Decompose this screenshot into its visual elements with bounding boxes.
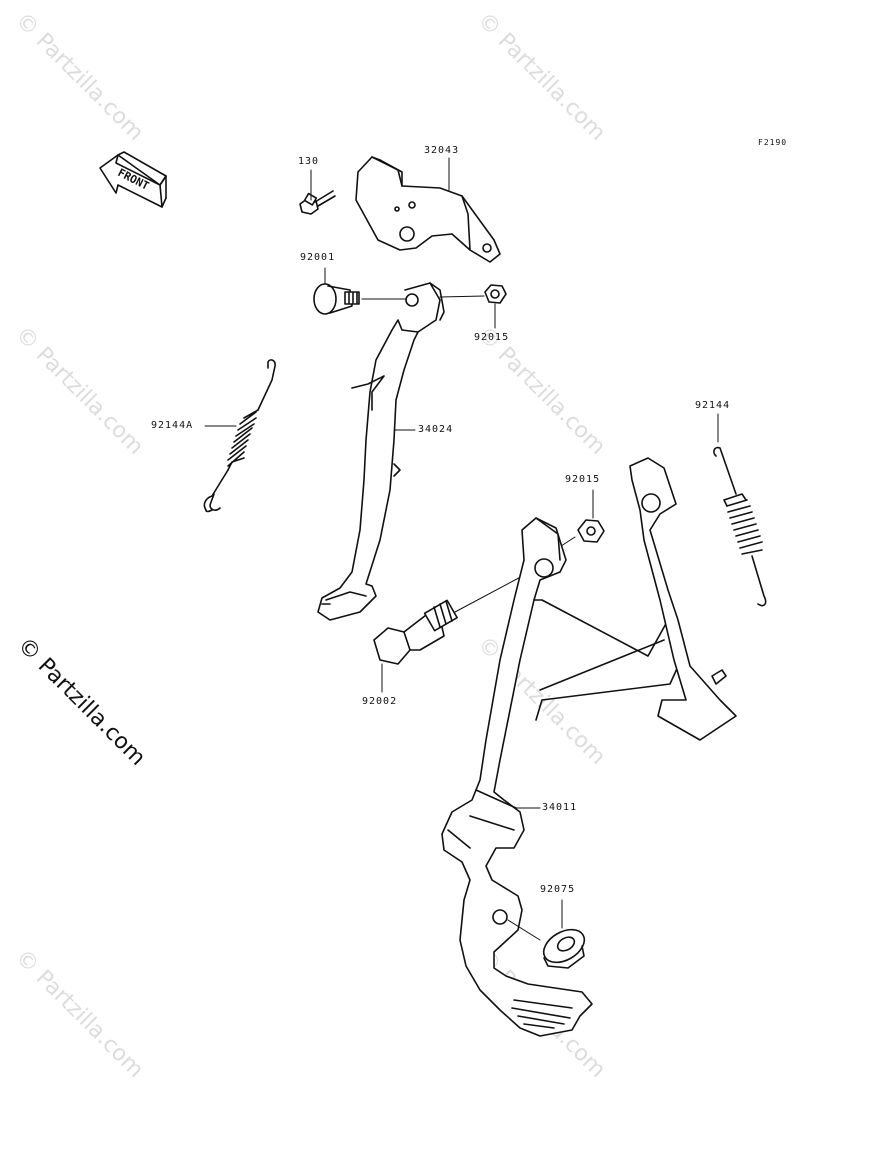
bolt-130-icon [299, 190, 336, 215]
bracket-32043-icon [355, 156, 501, 263]
axis-line [454, 571, 531, 613]
part-label-92015: 92015 [474, 332, 510, 343]
side-stand-34024-icon [317, 282, 445, 621]
part-label-92002: 92002 [362, 696, 398, 707]
nut-92015-lower-icon [577, 519, 605, 543]
axis-line [507, 919, 541, 941]
part-label-92075: 92075 [540, 884, 576, 895]
part-label-32043: 32043 [424, 145, 460, 156]
center-stand-34011-icon [441, 457, 737, 1037]
pin-92001-icon [313, 283, 360, 315]
part-label-92144A: 92144A [151, 420, 194, 431]
part-label-92144: 92144 [695, 400, 731, 411]
part-label-34011: 34011 [542, 802, 578, 813]
front-arrow-icon [99, 151, 167, 208]
nut-92015-icon [484, 284, 507, 304]
part-label-92001: 92001 [300, 252, 336, 263]
spring-92144A-icon [203, 359, 276, 513]
bolt-92002-icon [373, 599, 458, 665]
diagram-code: F2190 [758, 138, 788, 147]
spring-92144-icon [713, 446, 767, 607]
part-label-92015-lower: 92015 [565, 474, 601, 485]
part-label-130: 130 [298, 156, 320, 167]
rubber-92075-icon [542, 928, 586, 969]
part-label-34024: 34024 [418, 424, 454, 435]
axis-line [439, 295, 485, 298]
